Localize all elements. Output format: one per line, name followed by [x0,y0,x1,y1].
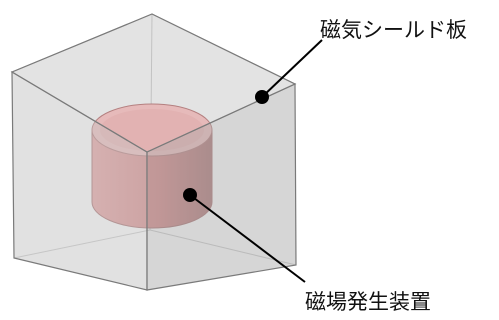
leader-field-generator [183,188,306,283]
shield-box-front [10,13,297,291]
leader-dot [255,90,269,104]
leader-dot [183,188,197,202]
field-generator-label: 磁場発生装置 [305,290,431,314]
leader-shield-plate [255,39,323,104]
shield-plate-label: 磁気シールド板 [320,18,467,42]
